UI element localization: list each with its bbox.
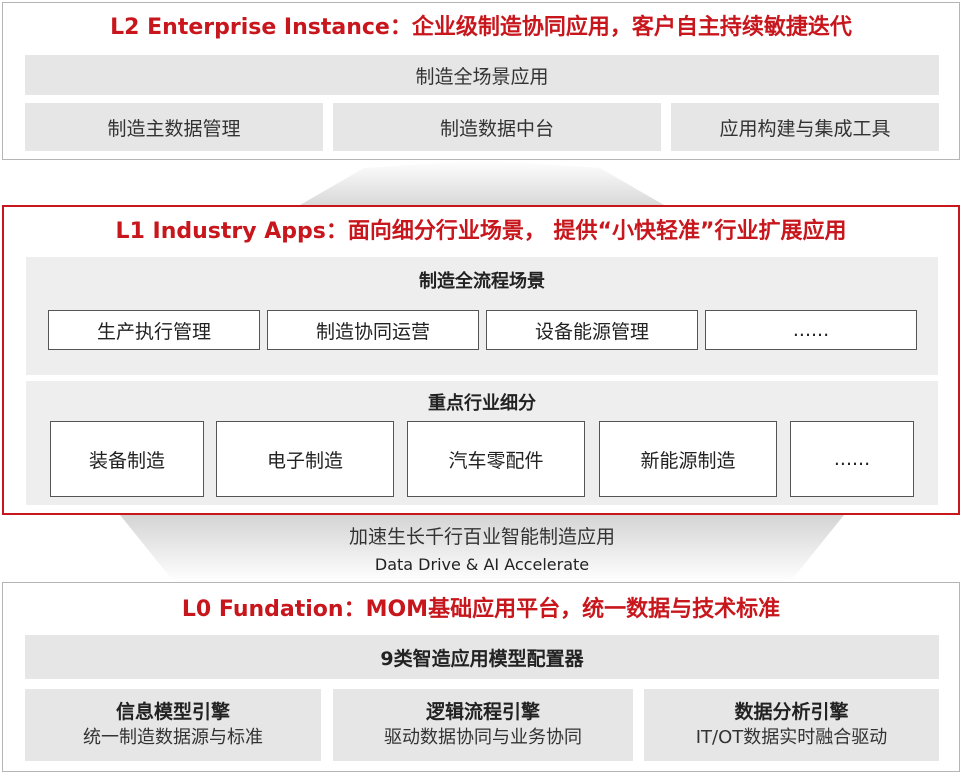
- info-model-engine-name: 信息模型引擎: [115, 701, 230, 723]
- app-build-tools: 应用构建与集成工具: [671, 103, 939, 151]
- model-configurator: 9类智造应用模型配置器: [25, 635, 939, 679]
- production-execution-box: 生产执行管理: [48, 310, 260, 350]
- arrow-l0-to-l1: [120, 515, 844, 582]
- industry-more-box: ......: [790, 421, 914, 497]
- industry-title: 重点行业细分: [428, 393, 536, 414]
- equipment-mfg-box: 装备制造: [50, 421, 204, 497]
- data-analysis-engine: 数据分析引擎 IT/OT数据实时融合驱动: [644, 689, 939, 761]
- new-energy-mfg-box: 新能源制造: [599, 421, 777, 497]
- electronics-mfg-box: 电子制造: [216, 421, 394, 497]
- equipment-energy-box: 设备能源管理: [486, 310, 698, 350]
- arrow-l1-to-l2: [300, 160, 664, 205]
- full-scene-apps: 制造全场景应用: [25, 55, 939, 95]
- data-drive-caption: Data Drive & AI Accelerate: [374, 555, 590, 574]
- mfg-collab-ops-box: 制造协同运营: [267, 310, 479, 350]
- logic-flow-engine-desc: 驱动数据协同与业务协同: [384, 727, 582, 748]
- data-analysis-engine-name: 数据分析引擎: [734, 701, 849, 723]
- industry-section: 重点行业细分 装备制造 电子制造 汽车零配件 新能源制造 ......: [26, 381, 938, 505]
- l2-layer: L2 Enterprise Instance：企业级制造协同应用，客户自主持续敏…: [2, 2, 960, 160]
- data-middle-platform: 制造数据中台: [333, 103, 661, 151]
- logic-flow-engine-name: 逻辑流程引擎: [425, 701, 540, 723]
- l1-layer: L1 Industry Apps：面向细分行业场景， 提供“小快轻准”行业扩展应…: [2, 205, 960, 515]
- accelerate-caption: 加速生长千行百业智能制造应用: [348, 526, 615, 548]
- master-data-mgmt: 制造主数据管理: [25, 103, 323, 151]
- data-analysis-engine-desc: IT/OT数据实时融合驱动: [695, 727, 888, 748]
- process-scene-title: 制造全流程场景: [419, 271, 545, 292]
- info-model-engine-desc: 统一制造数据源与标准: [83, 727, 263, 748]
- logic-flow-engine: 逻辑流程引擎 驱动数据协同与业务协同: [333, 689, 633, 761]
- l1-title: L1 Industry Apps：面向细分行业场景， 提供“小快轻准”行业扩展应…: [115, 219, 847, 244]
- process-scene-section: 制造全流程场景 生产执行管理 制造协同运营 设备能源管理 ......: [26, 257, 938, 375]
- auto-parts-box: 汽车零配件: [407, 421, 585, 497]
- process-more-box: ......: [705, 310, 917, 350]
- l0-title: L0 Fundation：MOM基础应用平台，统一数据与技术标准: [181, 597, 781, 622]
- l2-title: L2 Enterprise Instance：企业级制造协同应用，客户自主持续敏…: [110, 15, 852, 40]
- l0-layer: L0 Fundation：MOM基础应用平台，统一数据与技术标准 9类智造应用模…: [2, 582, 960, 772]
- info-model-engine: 信息模型引擎 统一制造数据源与标准: [25, 689, 321, 761]
